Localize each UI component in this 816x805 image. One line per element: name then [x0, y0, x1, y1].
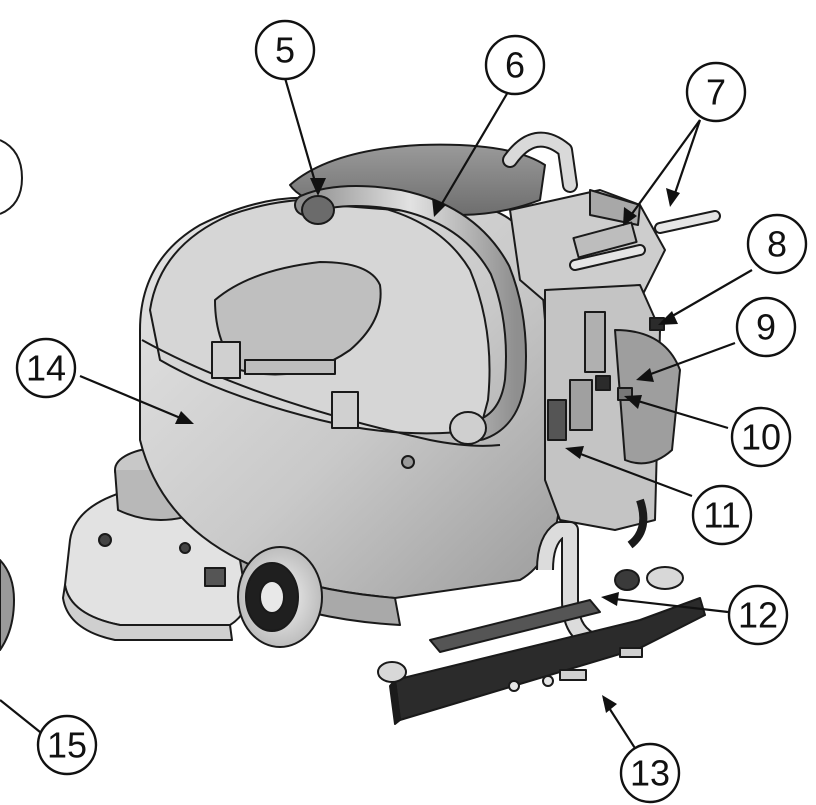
- svg-text:10: 10: [741, 417, 781, 458]
- arrowhead-9: [636, 368, 654, 382]
- svg-text:8: 8: [767, 224, 787, 265]
- arrowhead-12: [601, 592, 619, 606]
- leader-lines: [0, 77, 753, 757]
- svg-text:11: 11: [703, 495, 740, 536]
- callout-9: 9: [735, 296, 797, 358]
- leader-9: [639, 341, 736, 380]
- callouts: 5 6 7 8 9 10 11 12 13 14 15: [15, 19, 808, 804]
- arrowheads: [175, 178, 680, 713]
- machine-illustration: [0, 131, 721, 725]
- callout-15: 15: [36, 714, 98, 776]
- rear-panel: [544, 284, 681, 549]
- squeegee-assembly: [377, 521, 706, 725]
- cropped-callout-circle-left: [0, 139, 23, 215]
- callout-12: 12: [727, 584, 789, 646]
- svg-text:15: 15: [47, 725, 87, 766]
- callout-6: 6: [484, 34, 546, 96]
- callout-14: 14: [15, 337, 77, 399]
- recovery-hose: [294, 185, 527, 445]
- arrowhead-7b: [666, 188, 680, 207]
- rear-wheel: [237, 546, 323, 648]
- callout-7: 7: [685, 61, 747, 123]
- arrowhead-10: [624, 395, 642, 409]
- svg-text:5: 5: [275, 30, 295, 71]
- svg-text:7: 7: [706, 72, 726, 113]
- callout-11: 11: [691, 484, 753, 546]
- leader-7b: [670, 119, 702, 203]
- arrowhead-7a: [623, 207, 637, 226]
- main-body: [139, 143, 561, 626]
- cropped-brush-edge: [0, 559, 15, 651]
- leader-5: [283, 77, 320, 193]
- callout-8: 8: [746, 213, 808, 275]
- svg-text:9: 9: [756, 307, 776, 348]
- leader-12: [605, 596, 729, 614]
- svg-text:13: 13: [630, 753, 670, 794]
- arrowhead-8: [658, 311, 678, 325]
- callout-5: 5: [254, 19, 316, 81]
- callout-13: 13: [619, 742, 681, 804]
- leader-8: [661, 269, 753, 323]
- svg-text:6: 6: [505, 45, 525, 86]
- callout-10: 10: [730, 406, 792, 468]
- leader-10: [627, 396, 729, 430]
- arrowhead-11: [565, 446, 584, 459]
- svg-text:14: 14: [26, 348, 66, 389]
- arrowhead-5: [310, 178, 326, 196]
- arrowhead-13: [602, 695, 617, 713]
- leader-14: [79, 374, 191, 424]
- svg-text:12: 12: [738, 595, 778, 636]
- leader-6: [436, 91, 509, 213]
- leader-7a: [625, 119, 701, 223]
- arrowhead-14: [175, 411, 194, 424]
- arrowhead-6: [432, 198, 446, 217]
- leader-11: [569, 448, 693, 498]
